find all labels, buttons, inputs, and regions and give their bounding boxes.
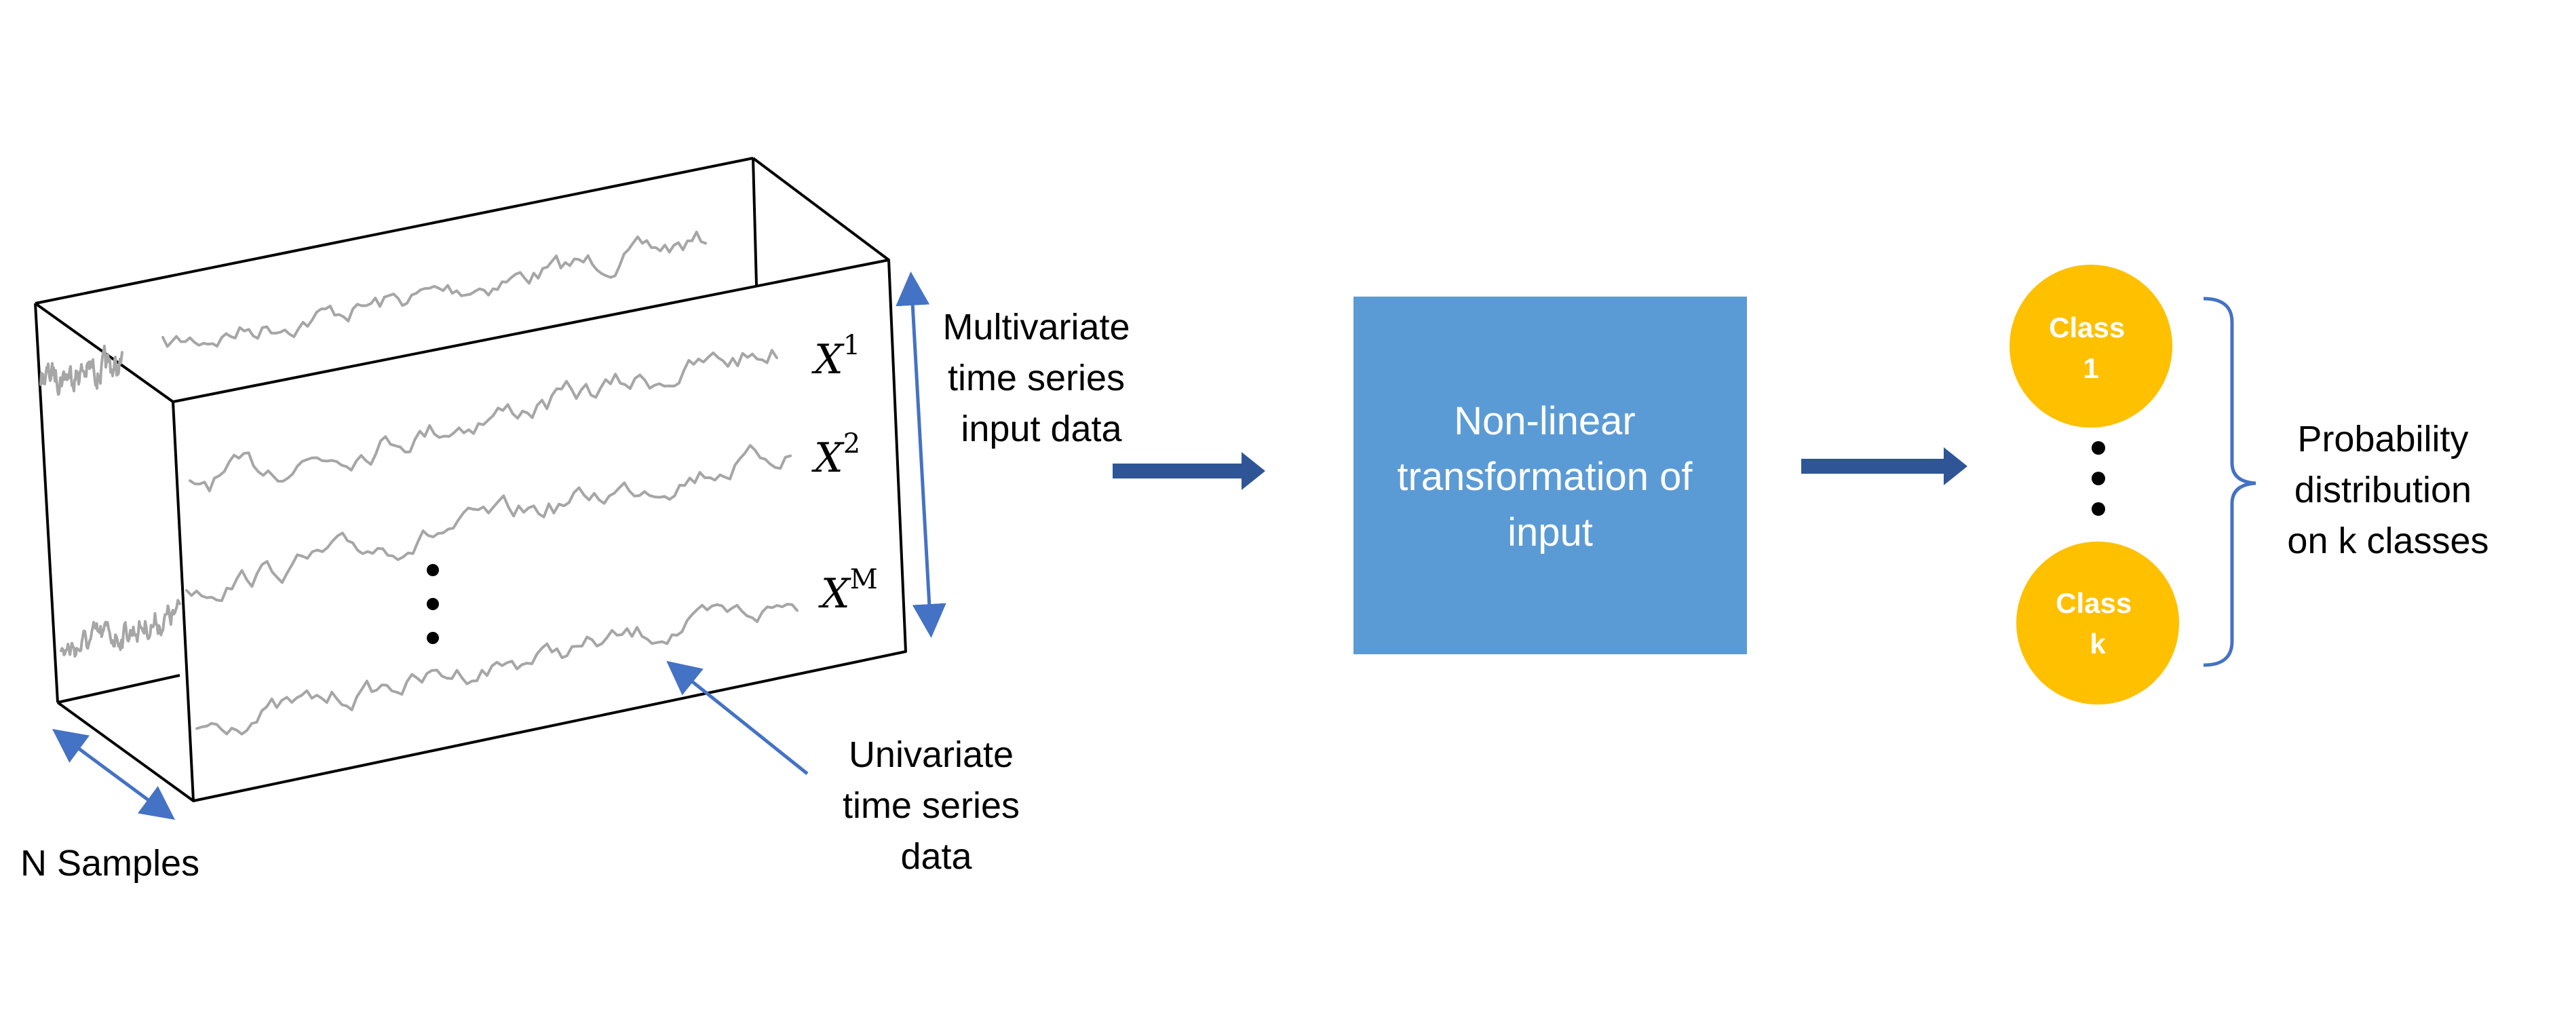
series-line-back-left-top bbox=[39, 344, 123, 396]
flow-arrow-output bbox=[1801, 447, 1967, 485]
series-label-xm: XM bbox=[818, 564, 878, 618]
series-label-x2: X2 bbox=[811, 428, 860, 482]
cube-dot bbox=[427, 632, 439, 644]
class-1-label: Class 1 bbox=[2049, 312, 2133, 384]
class-k-circle bbox=[2016, 542, 2179, 704]
univariate-pointer-arrow bbox=[666, 660, 809, 775]
series-line-x2 bbox=[185, 444, 792, 603]
cube-back-bottom-edge bbox=[57, 674, 180, 704]
data-cube-frame bbox=[34, 157, 907, 802]
n-samples-span-arrow bbox=[52, 729, 176, 820]
series-line-xm bbox=[195, 603, 799, 736]
transformation-box bbox=[1353, 297, 1747, 654]
class-1-circle bbox=[2010, 265, 2172, 428]
cube-back-top-edge bbox=[35, 157, 754, 305]
flow-arrow-input bbox=[1113, 452, 1265, 490]
class-ellipsis-dots bbox=[2092, 441, 2105, 516]
series-line-back-top bbox=[161, 230, 707, 348]
class-k-label: Class k bbox=[2056, 587, 2140, 660]
series-label-x1: X1 bbox=[811, 330, 860, 383]
transformation-label: Non-linear transformation of input bbox=[1397, 399, 1703, 554]
class-dot bbox=[2092, 472, 2105, 485]
class-dot bbox=[2092, 441, 2105, 455]
series-line-x1 bbox=[189, 349, 778, 493]
cube-bottom-left-depth-edge bbox=[56, 701, 195, 802]
cube-back-left-edge bbox=[34, 303, 59, 703]
n-samples-label: N Samples bbox=[20, 843, 199, 884]
cube-back-right-edge bbox=[752, 157, 758, 286]
class-brace bbox=[2203, 297, 2256, 667]
univariate-label: Univariate time series data bbox=[843, 734, 1030, 877]
cube-front-face bbox=[172, 259, 907, 802]
series-line-back-left-bottom bbox=[60, 599, 181, 658]
probability-label: Probability distribution on k classes bbox=[2287, 419, 2488, 561]
cube-ellipsis-dots bbox=[427, 564, 439, 644]
class-dot bbox=[2092, 502, 2105, 516]
cube-top-right-depth-edge bbox=[752, 157, 890, 261]
cube-dot bbox=[427, 564, 439, 576]
cube-dot bbox=[427, 598, 439, 610]
multivariate-label: Multivariate time series input data bbox=[942, 307, 1140, 449]
multivariate-span-arrow bbox=[896, 271, 946, 638]
